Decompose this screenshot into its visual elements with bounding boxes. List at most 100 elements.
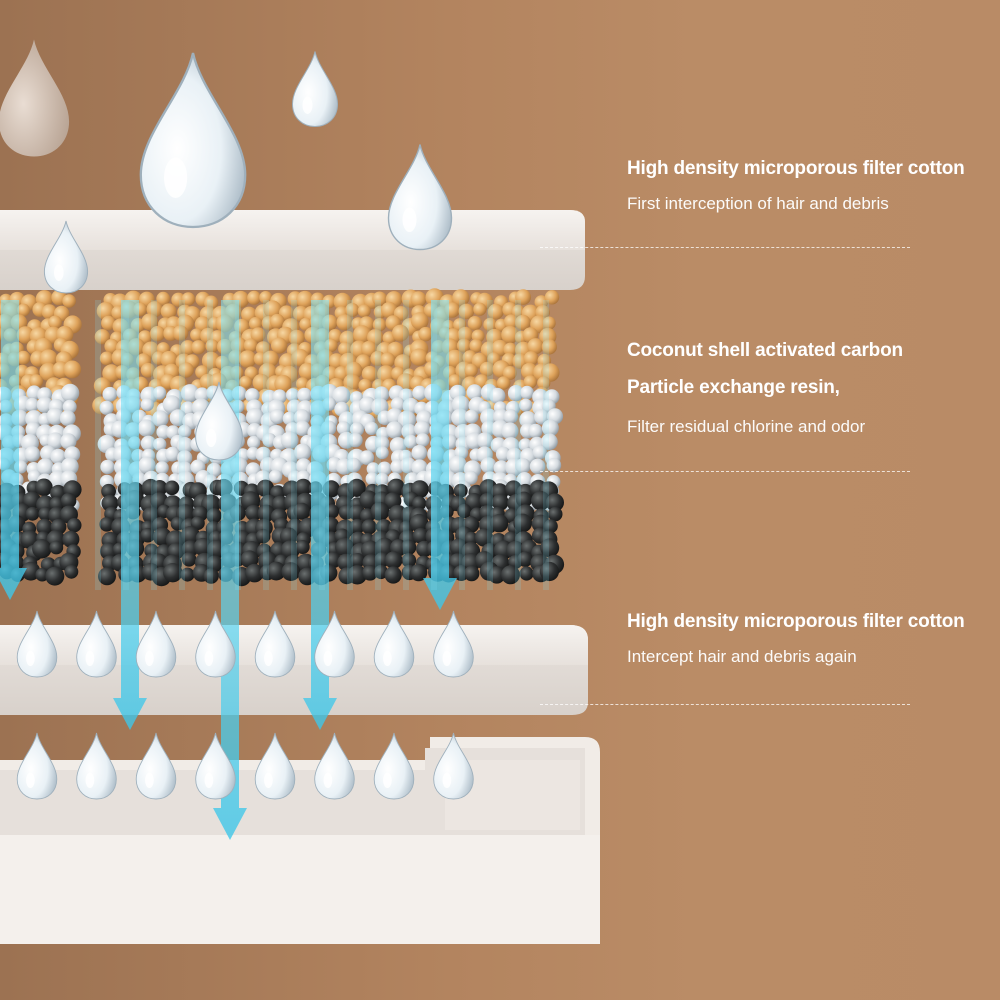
granule <box>102 386 118 402</box>
granule <box>489 387 506 404</box>
flow-arrow-icon <box>423 300 457 610</box>
granule <box>493 460 509 476</box>
granule <box>152 410 169 428</box>
granule <box>181 552 197 567</box>
granule <box>171 292 186 307</box>
layer-1-label: High density microporous filter cotton F… <box>627 157 965 215</box>
granule <box>162 395 181 414</box>
layer-2-description: Filter residual chlorine and odor <box>627 417 866 436</box>
granule <box>491 339 509 357</box>
granule <box>62 399 77 414</box>
granule <box>384 551 403 569</box>
granule <box>259 291 273 304</box>
granule <box>464 531 479 546</box>
granule <box>503 314 519 330</box>
granule <box>280 431 299 450</box>
granule <box>46 407 64 426</box>
granule <box>146 301 163 318</box>
granule <box>349 422 365 437</box>
granule <box>540 538 560 558</box>
layer-2-divider <box>540 471 910 472</box>
granule <box>415 433 430 447</box>
granule <box>391 324 409 342</box>
granule <box>243 338 258 353</box>
granule <box>414 420 431 437</box>
flow-streak <box>431 300 437 590</box>
granule <box>374 537 395 558</box>
granule <box>50 448 66 465</box>
granule <box>156 291 171 306</box>
granule <box>137 419 156 437</box>
granule <box>451 408 470 427</box>
granule <box>410 312 429 330</box>
flow-arrow-icon <box>303 300 337 730</box>
granule <box>488 566 506 584</box>
granule <box>370 501 390 521</box>
granule <box>346 457 362 473</box>
water-drop-icon <box>76 732 117 800</box>
granule <box>469 339 483 353</box>
granule <box>464 470 478 485</box>
granule <box>539 561 560 582</box>
flow-streak <box>459 300 465 590</box>
granule <box>389 437 407 454</box>
top-filter-plate <box>0 210 585 290</box>
granule <box>545 493 565 512</box>
granule <box>99 400 114 415</box>
layer-2-label: Coconut shell activated carbon Particle … <box>627 339 903 438</box>
granule <box>160 303 177 320</box>
granule <box>546 457 562 473</box>
granule <box>245 563 264 583</box>
flow-streak <box>263 300 269 590</box>
water-drop-icon <box>387 143 453 251</box>
granule <box>390 397 406 412</box>
granule <box>262 350 279 367</box>
granule <box>239 375 253 389</box>
granule <box>141 313 159 331</box>
granule <box>466 384 483 401</box>
water-drop-icon <box>314 732 355 800</box>
granule <box>384 566 402 584</box>
flow-streak <box>151 300 157 590</box>
granule <box>99 517 114 532</box>
granule <box>25 506 40 521</box>
granule <box>181 292 196 306</box>
water-drop-icon <box>433 610 474 678</box>
granule <box>373 386 390 403</box>
granule <box>375 472 389 487</box>
granule <box>479 492 496 509</box>
flow-arrow-icon <box>113 300 147 730</box>
layer-1-description: First interception of hair and debris <box>627 194 889 213</box>
granule <box>46 432 64 450</box>
granule <box>35 478 53 497</box>
granule <box>519 411 537 429</box>
granule <box>521 362 538 380</box>
granule <box>448 455 467 474</box>
granule <box>412 527 429 544</box>
granule <box>281 562 301 581</box>
granule <box>534 409 550 425</box>
granule <box>245 388 260 403</box>
granule <box>191 340 206 355</box>
granule <box>36 518 53 536</box>
granule <box>41 304 57 320</box>
granule <box>531 491 551 511</box>
granule <box>17 303 30 317</box>
flow-streak <box>487 300 493 590</box>
granule <box>387 478 406 497</box>
water-drop-icon <box>135 732 177 800</box>
flow-streak <box>291 300 297 590</box>
granule <box>294 478 312 496</box>
granule <box>403 434 418 449</box>
granule <box>347 565 367 585</box>
layer-1-title: High density microporous filter cotton <box>627 158 965 179</box>
granule <box>67 518 82 533</box>
granule <box>366 462 380 476</box>
granule <box>349 518 365 534</box>
granule <box>60 383 80 403</box>
granule <box>473 302 487 316</box>
granule <box>280 527 298 546</box>
granule <box>411 444 428 461</box>
granule <box>372 291 388 307</box>
